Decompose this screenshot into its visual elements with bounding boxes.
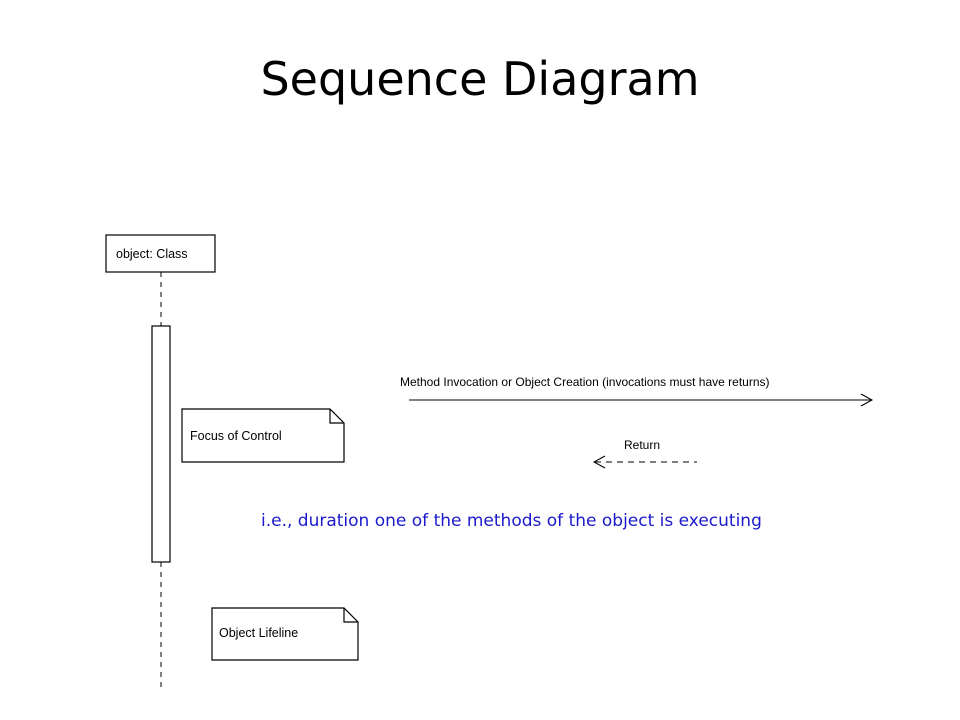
- object-lifeline-label: Object Lifeline: [219, 626, 298, 640]
- execution-duration-caption: i.e., duration one of the methods of the…: [261, 511, 762, 531]
- return-arrowhead: [592, 455, 606, 469]
- method-invocation-message: Method Invocation or Object Creation (in…: [400, 375, 874, 407]
- return-message: Return: [592, 438, 697, 469]
- object-lifeline-note: Object Lifeline: [211, 607, 359, 661]
- focus-of-control-note: Focus of Control: [181, 408, 345, 463]
- method-invocation-arrowhead: [860, 393, 874, 407]
- method-invocation-label: Method Invocation or Object Creation (in…: [400, 375, 770, 389]
- object-box: object: Class: [105, 234, 216, 273]
- focus-of-control-label: Focus of Control: [190, 429, 282, 443]
- return-label: Return: [624, 438, 660, 452]
- slide-title: Sequence Diagram: [260, 52, 700, 106]
- object-box-label: object: Class: [116, 247, 188, 261]
- activation-bar: [151, 325, 171, 563]
